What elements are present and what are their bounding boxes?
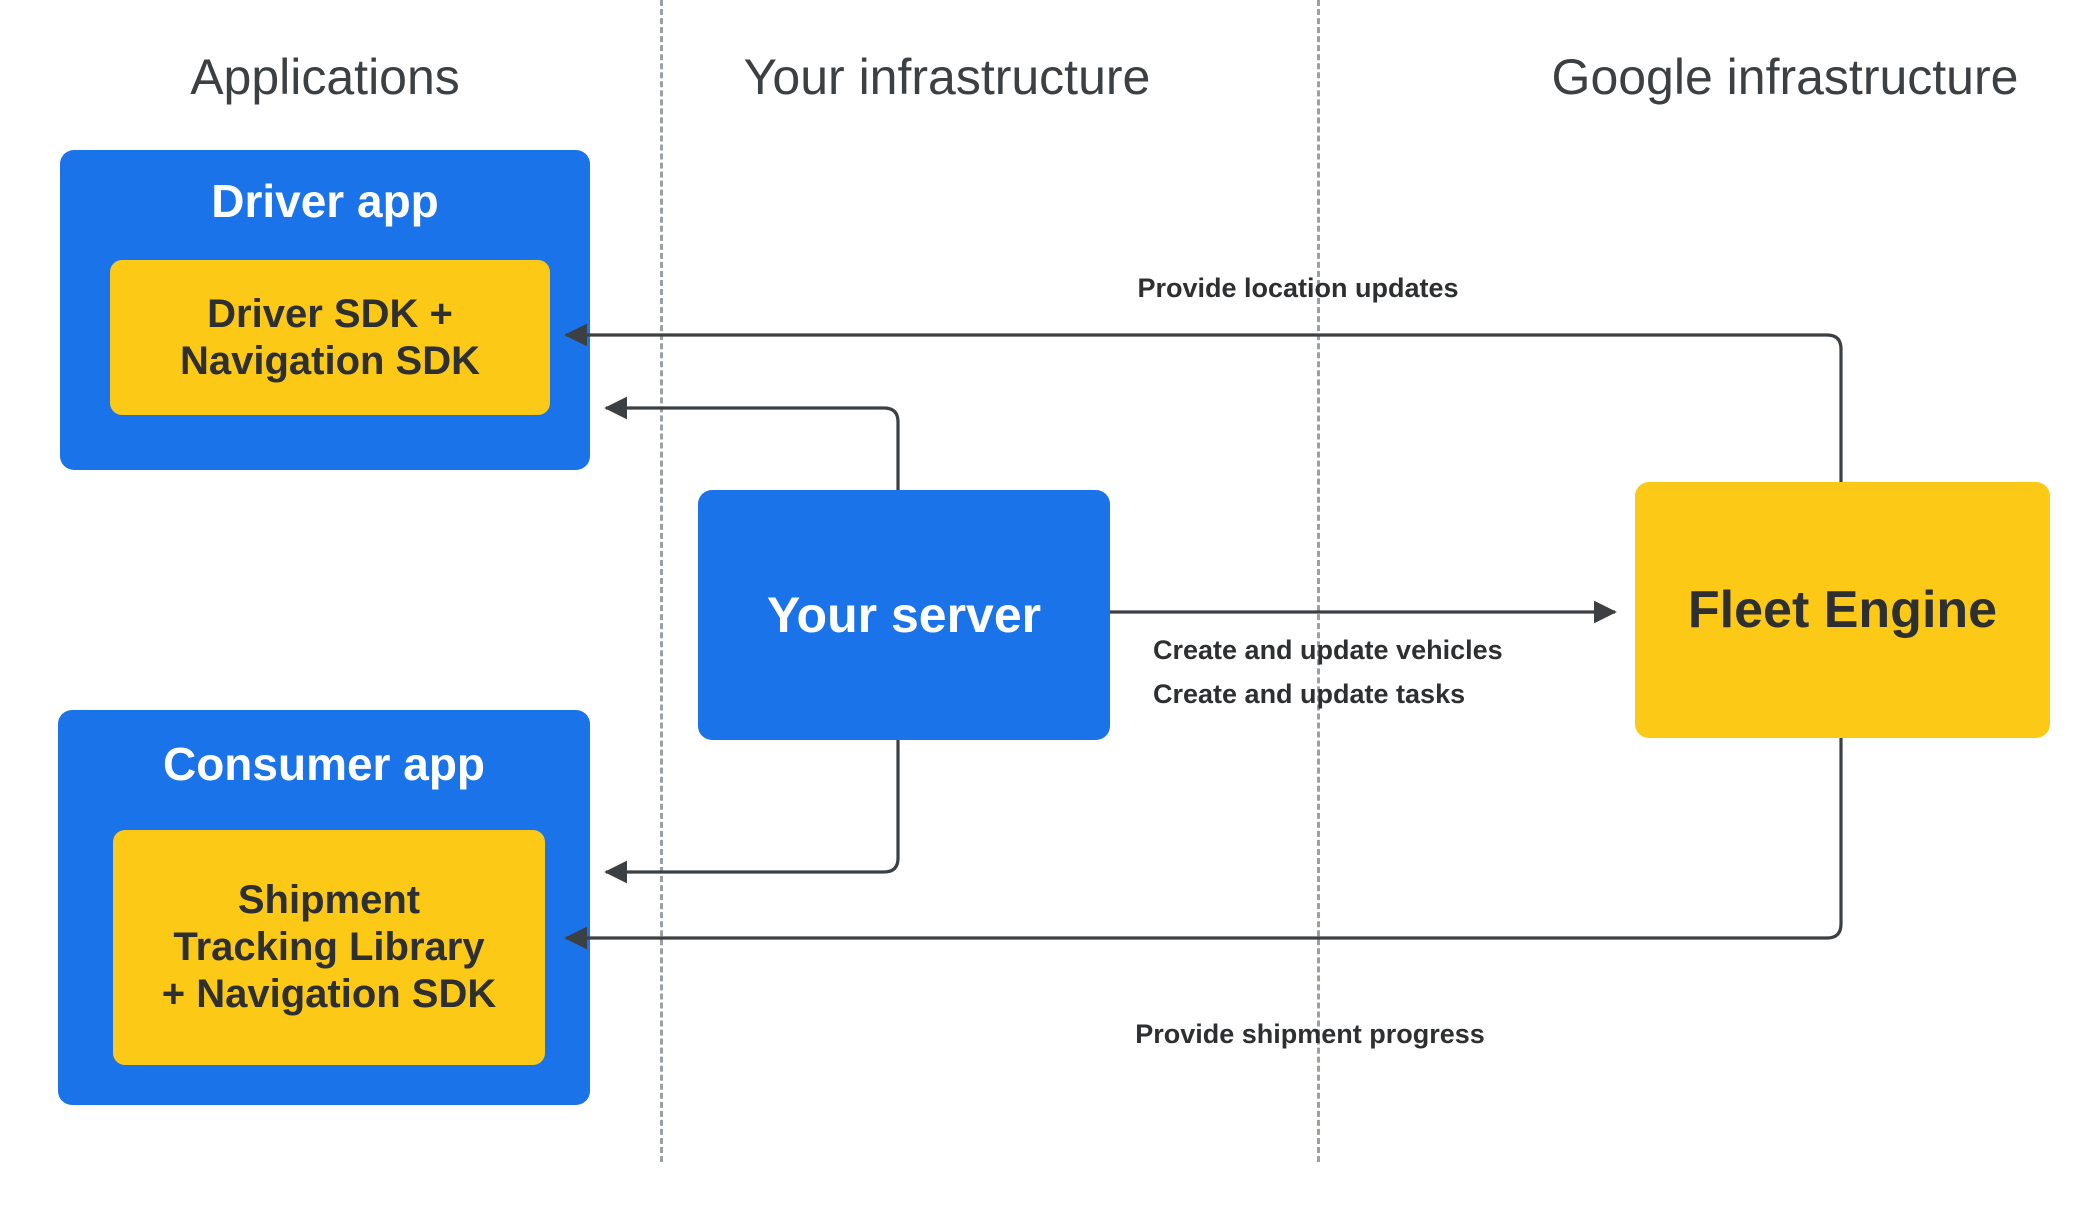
consumer-sdk-line-1: Shipment (237, 878, 421, 923)
node-driver-sdk[interactable]: Driver SDK + Navigation SDK (110, 260, 550, 415)
node-your-server[interactable]: Your server (698, 490, 1110, 740)
driver-sdk-line-2: Navigation SDK (179, 338, 481, 383)
node-consumer-app[interactable]: Consumer app Shipment Tracking Library +… (58, 710, 590, 1105)
arrow-fleet-engine-to-driver-sdk (564, 323, 1843, 482)
node-consumer-sdk[interactable]: Shipment Tracking Library + Navigation S… (113, 830, 545, 1065)
divider-applications-infrastructure (660, 0, 663, 1162)
edge-label-create-update-vehicles: Create and update vehicles (1153, 635, 1503, 665)
node-fleet-engine[interactable]: Fleet Engine (1635, 482, 2050, 738)
column-header-applications: Applications (190, 49, 460, 105)
arrow-your-server-to-driver-app (604, 396, 900, 490)
edge-label-provide-shipment-progress: Provide shipment progress (1135, 1019, 1485, 1049)
consumer-sdk-line-2: Tracking Library (173, 925, 485, 970)
column-header-google-infrastructure: Google infrastructure (1551, 49, 2019, 105)
consumer-app-title: Consumer app (162, 738, 486, 790)
your-server-label: Your server (766, 587, 1042, 643)
divider-infrastructure-google (1317, 0, 1320, 1162)
arrow-fleet-engine-to-consumer-sdk (564, 738, 1843, 950)
fleet-engine-label: Fleet Engine (1687, 581, 1998, 639)
driver-app-title: Driver app (211, 175, 439, 227)
consumer-sdk-line-3: + Navigation SDK (161, 971, 497, 1016)
edge-label-provide-location-updates: Provide location updates (1137, 273, 1459, 303)
arrow-your-server-to-consumer-sdk (604, 740, 900, 884)
edge-label-create-update-tasks: Create and update tasks (1153, 679, 1466, 709)
column-header-your-infrastructure: Your infrastructure (743, 49, 1151, 105)
driver-sdk-line-1: Driver SDK + (207, 291, 453, 336)
node-driver-app[interactable]: Driver app Driver SDK + Navigation SDK (60, 150, 590, 470)
